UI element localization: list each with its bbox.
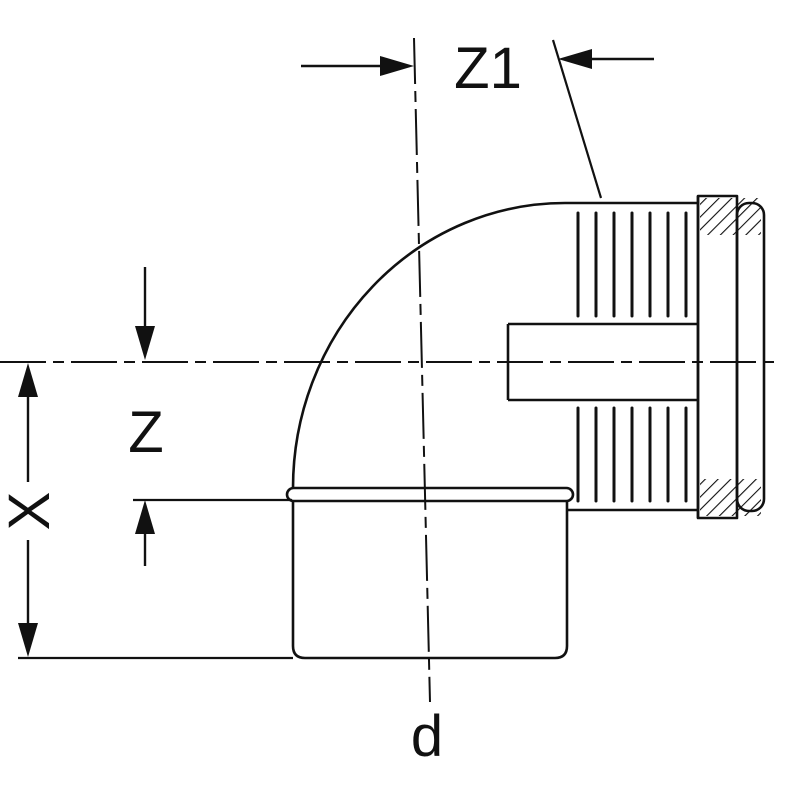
z-down-arrowhead — [135, 326, 155, 360]
dimension-z: Z — [128, 267, 292, 566]
vertical-axis-centerline — [413, 37, 431, 703]
inner-bore-cutaway — [506, 322, 698, 402]
z1-right-arrowhead — [558, 49, 592, 69]
z1-extension-line — [551, 39, 603, 199]
label-d: d — [411, 704, 443, 769]
sleeve-ribs-bottom — [576, 406, 688, 503]
label-z1: Z1 — [454, 36, 522, 101]
dimension-d: d — [411, 704, 443, 769]
centerlines — [0, 37, 778, 703]
socket-bead — [285, 486, 575, 503]
x-down-arrowhead — [18, 623, 38, 657]
sleeve-ribs-top — [576, 211, 688, 318]
z-up-arrowhead — [135, 500, 155, 534]
bend-outer-arc — [291, 201, 566, 489]
label-x: X — [0, 492, 62, 531]
dimension-z1: Z1 — [301, 36, 654, 199]
label-z: Z — [128, 400, 163, 465]
dimension-x: X — [0, 363, 293, 660]
end-flange — [696, 194, 766, 520]
z1-left-arrowhead — [380, 56, 414, 76]
socket-outline — [291, 501, 569, 660]
flange-block — [696, 194, 739, 520]
x-up-arrowhead — [18, 363, 38, 397]
fitting-body — [285, 194, 766, 660]
flange-outer-cap — [735, 201, 766, 513]
